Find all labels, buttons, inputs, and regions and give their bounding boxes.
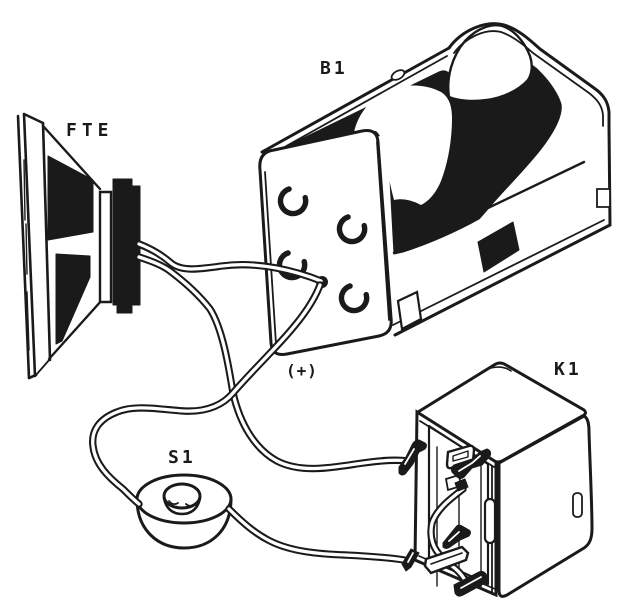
edge-notch: [596, 188, 611, 208]
holder-top-edge: [260, 46, 451, 154]
speaker-cone-lower: [55, 253, 91, 345]
holder-bottom-edge-inner: [392, 219, 605, 326]
relay-pin-slit: [407, 552, 414, 563]
battery-label: B1: [320, 58, 348, 79]
holder-back-rim: [447, 22, 611, 129]
relay-slot-right-face: [572, 492, 583, 518]
battery-holder-illustration: [258, 22, 612, 356]
relay-top-apex-line: [479, 366, 512, 374]
holder-back-rim-inner: [453, 30, 604, 127]
relay-slot-top-inner: [452, 450, 469, 462]
holder-right-edge: [607, 125, 612, 227]
cell-highlight: [354, 85, 452, 205]
bottom-tab: [396, 290, 423, 331]
battery-hole-crescent: [338, 283, 370, 314]
battery-hole-crescent: [277, 186, 309, 217]
battery-end-holes: [276, 186, 370, 314]
speaker-magnet: [112, 178, 141, 314]
speaker-label: FTE: [66, 120, 114, 141]
pushbutton-body: [135, 473, 233, 550]
battery-hole-crescent: [276, 250, 308, 281]
relay-pin-slit: [458, 455, 481, 472]
speaker-cone-bottom-edge: [47, 298, 104, 361]
relay-pin-mid-low: [442, 524, 471, 549]
relay-pin-bar-inner: [430, 552, 463, 565]
speaker-frame-bottom-cap: [27, 373, 38, 380]
relay-slot-side: [483, 497, 497, 545]
battery-hole-crescent: [336, 214, 368, 245]
wire-battery-to-switch-core: [91, 283, 322, 506]
relay-pin-slit: [404, 448, 415, 465]
front-plate: [258, 129, 393, 356]
wires: [89, 240, 470, 586]
holder-inner-wall: [392, 160, 586, 255]
relay-pin-top-left: [398, 439, 427, 476]
relay-pins: [398, 439, 492, 597]
pushbutton-cap-side: [162, 496, 202, 516]
wire-switch-to-relay-core: [227, 507, 406, 562]
relay-right-face: [497, 414, 594, 598]
pushbutton-cap: [162, 482, 202, 510]
speaker-panel-line: [41, 121, 52, 362]
wire-relay-jumper-core: [429, 487, 465, 559]
relay-pin-bottom-left: [401, 548, 420, 572]
speaker-cone-upper: [47, 155, 94, 241]
switch-label: S1: [168, 447, 196, 468]
speaker-gasket: [98, 190, 113, 304]
speaker-frame-hairline: [26, 291, 30, 351]
speaker-frame-top-cap: [22, 112, 45, 125]
holder-clip: [390, 69, 406, 81]
speaker-illustration: [16, 112, 141, 380]
speaker-frame-inner: [22, 112, 37, 378]
holder-bottom-edge: [393, 223, 612, 337]
speaker-panel-bottom: [35, 358, 51, 376]
speaker-frame-hairline: [23, 159, 26, 221]
labels: FTE B1 (+) S1 K1: [66, 58, 582, 468]
relay-pin-bar: [423, 545, 470, 575]
plate-inner-left: [264, 171, 277, 345]
relay-pin-slit: [460, 576, 482, 589]
polarity-label: (+): [286, 361, 318, 380]
holder-top-edge-inner: [264, 55, 448, 159]
relay-pin-foot: [454, 478, 469, 492]
relay-label: K1: [554, 359, 582, 380]
pushbutton-cap-mark: [168, 500, 179, 506]
relay-pin-slit: [448, 531, 460, 542]
pushbutton-cap-mark: [185, 503, 196, 507]
pushbutton-illustration: [135, 473, 233, 550]
plate-inner-right: [376, 141, 390, 321]
speaker-frame-hairline: [25, 223, 28, 275]
side-slot: [477, 221, 520, 273]
speaker-frame-outer: [16, 114, 31, 380]
wire-speaker-to-battery-core: [137, 242, 323, 283]
